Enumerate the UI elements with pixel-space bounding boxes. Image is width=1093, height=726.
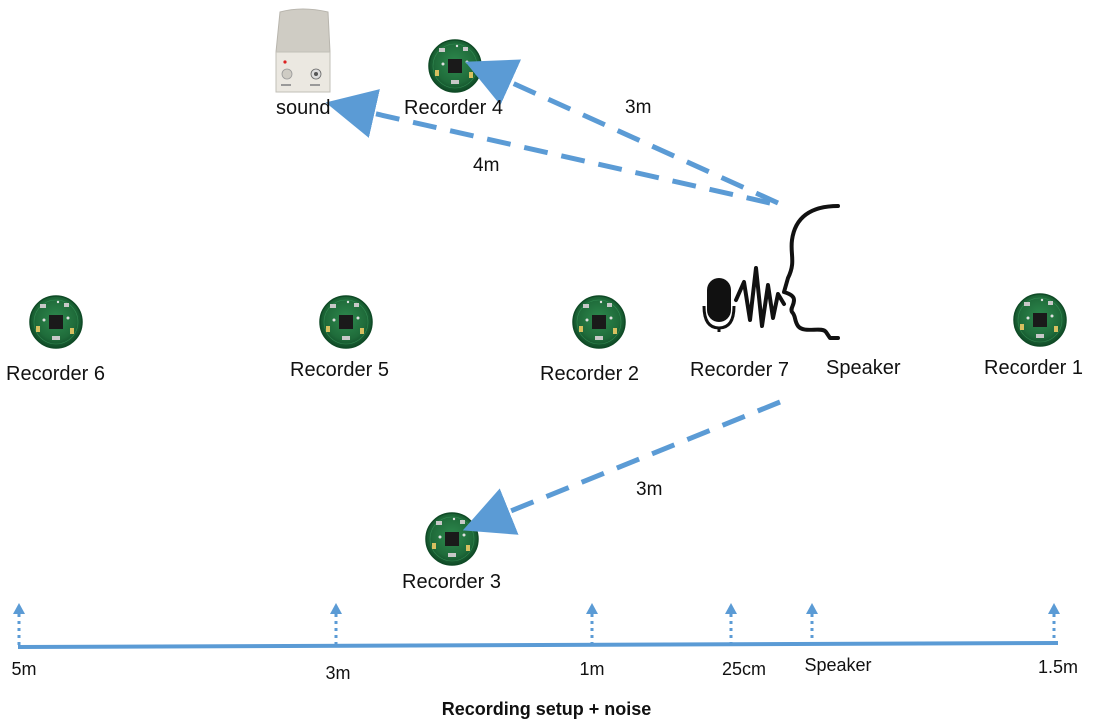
axis-label-speaker: Speaker <box>804 655 872 675</box>
distance-to-sound: 4m <box>473 155 500 176</box>
recorder-6-label: Recorder 6 <box>6 363 105 385</box>
axis-label-25cm: 25cm <box>721 659 767 679</box>
axis-label-3m: 3m <box>325 663 351 683</box>
recorder-3-board <box>425 512 479 566</box>
arrow-to-sound <box>325 89 771 206</box>
sound-label: sound <box>276 97 331 119</box>
diagram-caption: Recording setup + noise <box>441 699 652 719</box>
recorder-1-label: Recorder 1 <box>984 357 1083 379</box>
arrow-to-recorder4 <box>465 59 780 206</box>
arrow-to-recorder3 <box>462 399 781 535</box>
recorder-1-board <box>1013 293 1067 347</box>
sound-wave-icon <box>734 266 786 328</box>
recorder-7-label: Recorder 7 <box>690 359 789 381</box>
recorder-6-board <box>29 295 83 349</box>
axis-label-1.5m: 1.5m <box>1037 657 1079 677</box>
distance-to-recorder3: 3m <box>636 479 663 500</box>
recorder-2-label: Recorder 2 <box>540 363 639 385</box>
distance-axis <box>13 603 1060 649</box>
distance-arrows <box>325 59 781 535</box>
recorder-4-board <box>428 39 482 93</box>
recorder-4-label: Recorder 4 <box>404 97 503 119</box>
speaker-device-icon <box>275 8 331 93</box>
speaker-label: Speaker <box>826 357 901 379</box>
recorder-3-label: Recorder 3 <box>402 571 501 593</box>
distance-to-recorder4: 3m <box>625 97 652 118</box>
microphone-icon <box>702 278 736 332</box>
axis-line <box>17 641 1059 649</box>
recorder-2-board <box>572 295 626 349</box>
axis-label-1m: 1m <box>579 659 605 679</box>
axis-label-5m: 5m <box>11 659 37 679</box>
recorder-5-label: Recorder 5 <box>290 359 389 381</box>
human-head-icon <box>782 204 840 340</box>
recorder-5-board <box>319 295 373 349</box>
